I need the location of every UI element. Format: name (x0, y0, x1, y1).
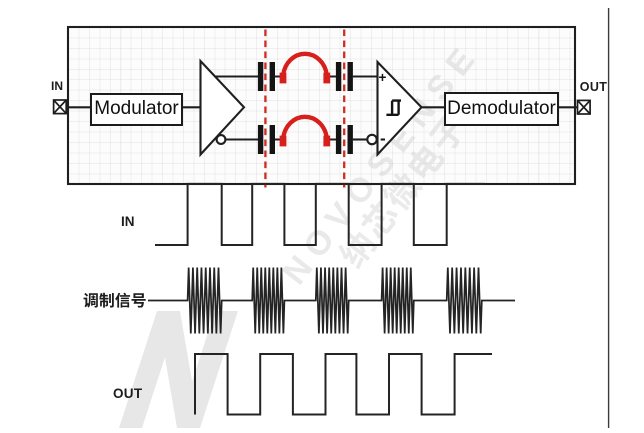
watermark-brand-cn (338, 115, 460, 270)
demodulator-label: Demodulator (447, 97, 556, 119)
modulated-signal-label (83, 292, 146, 308)
out-waveform-label: OUT (113, 385, 143, 401)
coupling-pad-bottom-left (279, 135, 287, 147)
modulator-block: Modulator (90, 93, 183, 126)
cap-top-right-plate-a (335, 62, 342, 91)
comparator-plus: + (378, 69, 387, 85)
out-terminal-icon (576, 99, 591, 115)
in-waveform (155, 182, 485, 246)
driver-amplifier (199, 58, 246, 158)
out-terminal-label: OUT (579, 79, 608, 94)
isolation-capacitors (257, 62, 353, 154)
watermark-brand-cn-group (338, 115, 460, 270)
driver-inverting-bubble (215, 134, 227, 145)
comparator-inverting-bubble (366, 133, 378, 146)
cap-top-left-plate-b (269, 62, 275, 91)
in-terminal-icon (52, 99, 68, 115)
cap-top-left-plate-a (257, 62, 264, 91)
coupling-pad-top-left (279, 72, 287, 84)
coupling-arc-top (281, 51, 329, 76)
in-terminal-label: IN (51, 79, 63, 93)
watermark-logo-n (119, 311, 238, 428)
demodulator-block: Demodulator (444, 91, 559, 126)
out-waveform (194, 353, 492, 416)
modulated-waveform (148, 267, 515, 334)
coupling-arc-bottom (281, 114, 329, 139)
coupling-pad-top-right (323, 72, 331, 84)
capacitive-coupling (279, 51, 331, 147)
cap-bottom-right-plate-a (335, 125, 342, 154)
cap-bottom-left-plate-a (257, 125, 264, 154)
hysteresis-icon (386, 99, 401, 116)
comparator-minus: - (380, 129, 386, 148)
in-waveform-label: IN (121, 213, 135, 229)
coupling-pad-bottom-right (323, 135, 331, 147)
cap-bottom-right-plate-b (347, 125, 353, 154)
modulator-label: Modulator (94, 98, 179, 120)
cap-bottom-left-plate-b (269, 125, 275, 154)
cap-top-right-plate-b (347, 62, 353, 91)
